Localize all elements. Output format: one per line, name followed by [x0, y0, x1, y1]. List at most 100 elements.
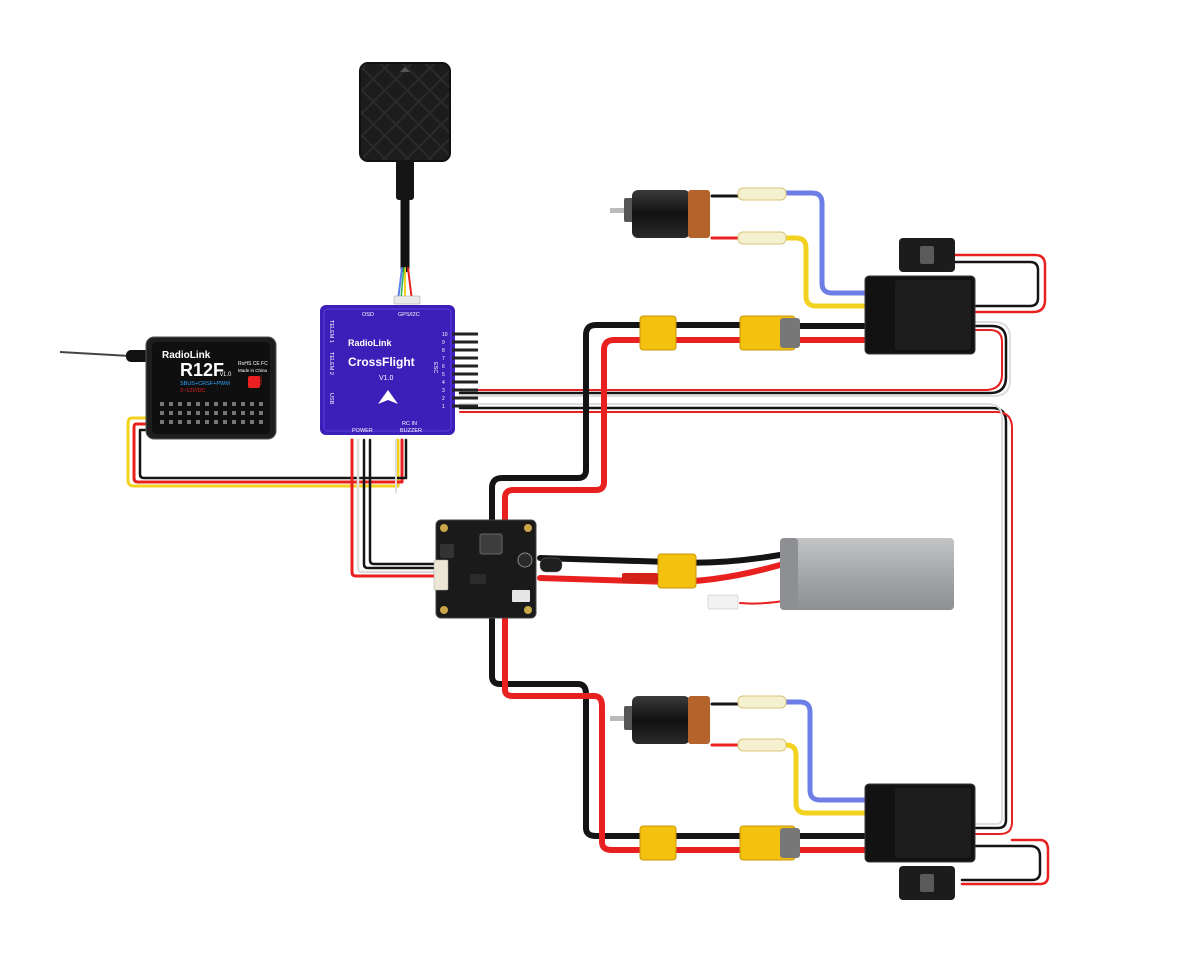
receiver-pin: [178, 420, 182, 424]
receiver-model: R12F: [180, 360, 224, 380]
receiver-bind-label: BIND: [258, 375, 263, 385]
pdb-terminal-bottom: [512, 590, 530, 602]
receiver-pin: [232, 402, 236, 406]
power-switch-icon[interactable]: [899, 866, 955, 900]
vtx-strain-relief: [396, 160, 414, 200]
fc-output-pin: [452, 372, 478, 376]
wire-rx-power-red: [132, 422, 404, 484]
receiver-antenna: [59, 351, 131, 357]
receiver-voltage: 3~12V/DC: [180, 388, 206, 394]
switch2-toggle: [920, 874, 934, 892]
pdb-capacitor: [517, 552, 533, 568]
wire-pdb-esc1-black: [489, 322, 643, 533]
wire-pdb-esc2-red: [502, 613, 643, 853]
fc-pin-label: 2: [442, 396, 445, 402]
fc-logo-icon: [378, 390, 398, 404]
receiver-pin: [241, 411, 245, 415]
receiver-pin: [169, 402, 173, 406]
vtx-arrow-mark: [400, 67, 410, 72]
receiver-pin: [187, 411, 191, 415]
motor2-can: [632, 696, 690, 744]
esc1-xt-male: [639, 315, 677, 351]
power-switch-icon[interactable]: [899, 238, 955, 272]
receiver-pin: [214, 402, 218, 406]
fc-port-power: POWER: [352, 428, 373, 434]
fc-port-telem2: TELEM 2: [328, 352, 334, 375]
vtx-body: [359, 62, 451, 162]
flight-controller: RadioLink CrossFlight V1.0 OSD GPS/I2C T…: [320, 305, 478, 435]
wire-rx-signal-yellow: [126, 416, 400, 488]
wire-rx-ground-black: [138, 428, 408, 480]
receiver-pin: [178, 402, 182, 406]
wire-motor2-blue: [782, 699, 888, 803]
receiver-pin: [160, 411, 164, 415]
receiver-pin: [205, 420, 209, 424]
wire-motor2-yellow: [782, 742, 888, 816]
receiver-pin: [232, 411, 236, 415]
fc-output-pin: [452, 404, 478, 408]
wire-motor1-yellow: [782, 235, 888, 309]
wire-pdb-esc1-red: [502, 337, 643, 533]
fc-port-usb: USB: [328, 393, 334, 405]
pdb-inductor: [479, 533, 503, 555]
receiver-brand: RadioLink: [162, 350, 211, 361]
receiver-pin: [223, 411, 227, 415]
fc-body: [320, 305, 455, 435]
motor1-blue-bullet: [737, 187, 787, 201]
receiver-pin: [250, 402, 254, 406]
pdb-mount-hole-tl: [440, 524, 448, 532]
receiver-pin: [259, 420, 263, 424]
receiver-pin: [250, 420, 254, 424]
battery-end-cap: [780, 538, 798, 610]
wire-fc-esc2-black: [458, 406, 1008, 830]
wire-switch2-black: [960, 844, 1042, 882]
esc2-heatsink: [895, 788, 971, 858]
wire-fc-esc1-red: [459, 329, 1003, 391]
brushed-motor-icon: [610, 696, 710, 744]
motor1-front-plate: [624, 198, 634, 222]
receiver-pin: [241, 420, 245, 424]
vtx-transmitter-icon: [359, 62, 451, 305]
fc-pin-label: 1: [442, 404, 445, 410]
esc1-heatsink: [895, 280, 971, 350]
receiver-bind-button[interactable]: [248, 376, 260, 388]
motor2-blue-bullet: [737, 695, 787, 709]
fc-version: V1.0: [379, 375, 394, 382]
receiver-pin: [223, 420, 227, 424]
fc-pin-label: 3: [442, 388, 445, 394]
fc-port-telem1: TELEM 1: [328, 320, 334, 343]
battery-xt-connector: [657, 553, 697, 589]
fc-output-pin: [452, 364, 478, 368]
fc-pin-label: 8: [442, 348, 445, 354]
motor1-can: [632, 190, 690, 238]
vtx-wire-bundle-3: [407, 267, 413, 301]
fc-pin-label: 10: [442, 332, 448, 338]
receiver-module: RadioLink RoHS CE FC Made in China R12F …: [59, 336, 277, 440]
receiver-pin: [196, 420, 200, 424]
fc-port-gps: GPS/I2C: [398, 312, 420, 318]
receiver-origin: Made in China: [238, 368, 268, 373]
receiver-pin: [196, 402, 200, 406]
battery-red-sleeve: [622, 573, 658, 583]
fc-port-esc: ESC: [432, 362, 438, 373]
pdb-jack: [440, 544, 454, 558]
motor2-front-plate: [624, 706, 634, 730]
motor2-shaft: [610, 716, 624, 721]
fc-name: CrossFlight: [348, 355, 415, 369]
esc-2-group: [610, 695, 976, 900]
wire-fc-esc1-black: [458, 324, 1008, 395]
receiver-pin: [160, 420, 164, 424]
receiver-pin: [187, 420, 191, 424]
wire-fc-esc2-white: [459, 403, 1003, 825]
fc-output-pin: [452, 356, 478, 360]
esc1-xt-female-shroud: [780, 318, 800, 348]
receiver-pin: [241, 402, 245, 406]
receiver-pin: [232, 420, 236, 424]
wire-fc-power-black1: [362, 438, 438, 570]
pdb-mount-hole-br: [524, 606, 532, 614]
receiver-pin: [250, 411, 254, 415]
esc-module-icon: [864, 275, 976, 355]
pdb-power-connector: [433, 559, 449, 591]
